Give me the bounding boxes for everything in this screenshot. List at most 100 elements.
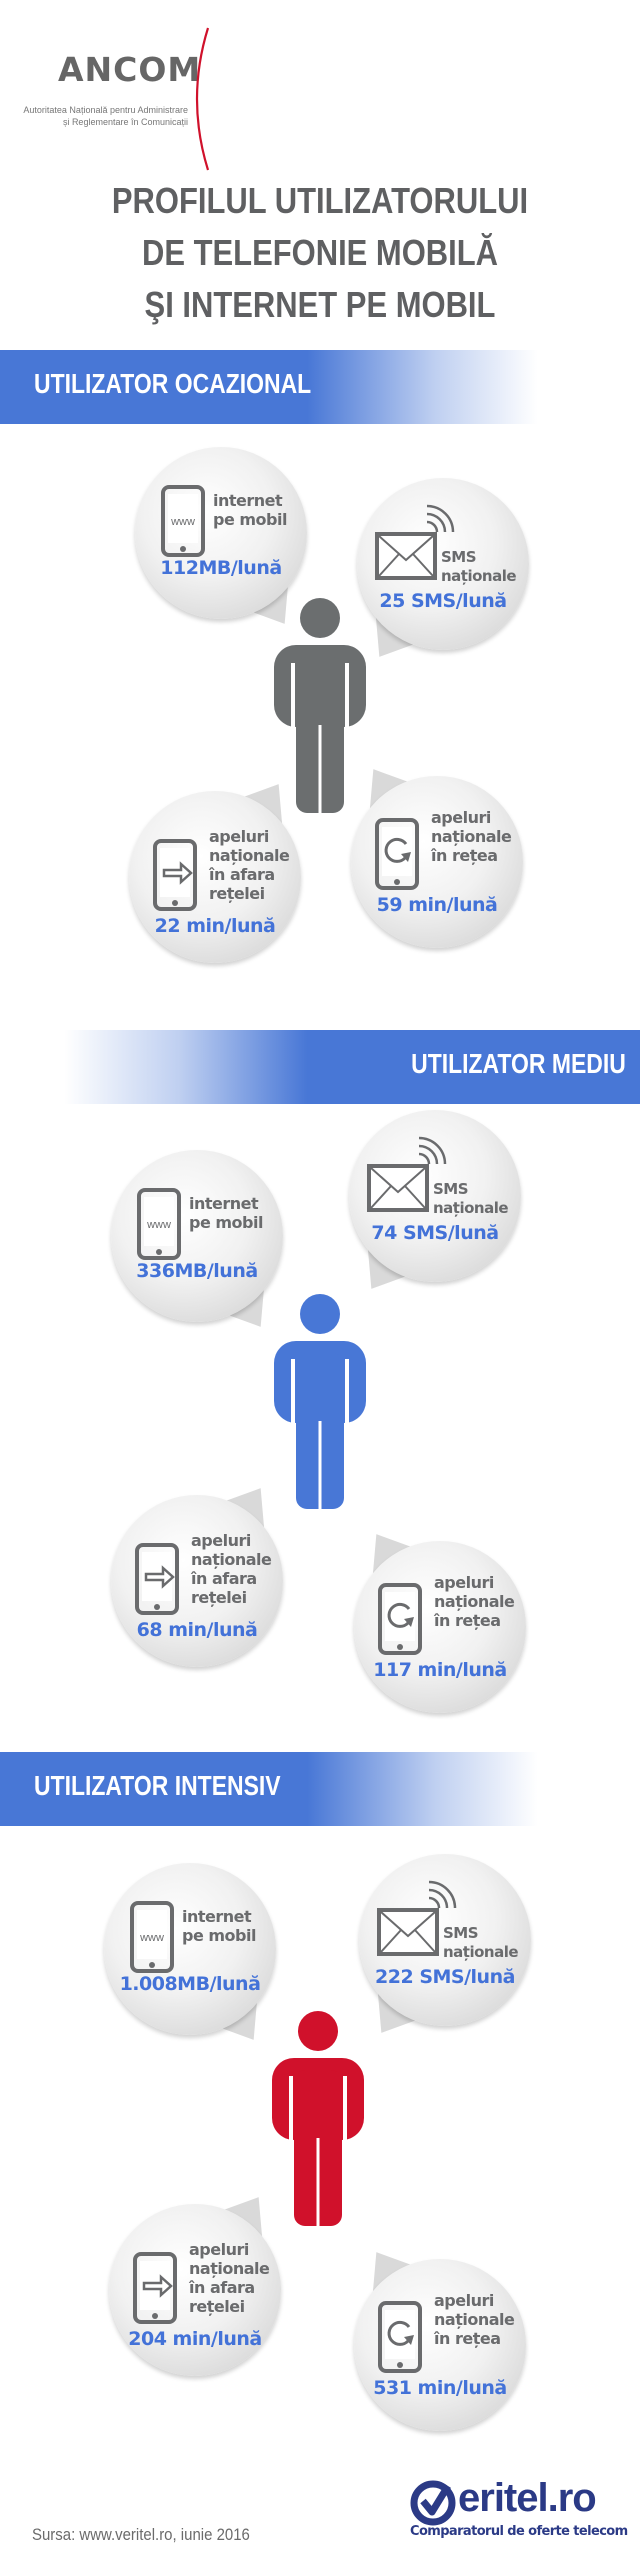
- bubble-circle: [354, 1541, 526, 1713]
- bubble-label-line: internet: [213, 491, 283, 510]
- bubble-label-line: naționale: [431, 827, 512, 846]
- bubble-label-line: SMS: [433, 1180, 469, 1198]
- person-icon: [274, 1294, 366, 1511]
- bubble-label-line: în afara: [189, 2278, 255, 2297]
- bubble-circle: [109, 2204, 281, 2376]
- svg-text:www: www: [170, 516, 195, 528]
- bubble-value: 117 min/lună: [373, 1659, 507, 1681]
- bubble-label-line: naționale: [434, 2310, 515, 2329]
- bubble-label-line: internet: [189, 1194, 259, 1213]
- bubble-value: 204 min/lună: [128, 2328, 262, 2350]
- bubble-label-line: pe mobil: [182, 1926, 256, 1945]
- person-icon: [272, 2011, 364, 2228]
- section-banner: UTILIZATOR MEDIU: [0, 1030, 640, 1104]
- bubble-label-line: apeluri: [434, 2291, 494, 2310]
- bubble-label-line: în rețea: [434, 1611, 501, 1630]
- bubble-label-line: naționale: [443, 1943, 519, 1961]
- source-note: Sursa: www.veritel.ro, iunie 2016: [32, 2525, 250, 2544]
- svg-text:www: www: [146, 1219, 171, 1231]
- title-line-3: ŞI INTERNET PE MOBIL: [144, 284, 496, 325]
- bubble-value: 74 SMS/lună: [371, 1222, 499, 1244]
- bubble-value: 59 min/lună: [376, 894, 498, 916]
- ancom-arc-icon: [195, 27, 210, 171]
- ancom-subtitle-line2: și Reglementare în Comunicații: [62, 117, 188, 127]
- title-line-2: DE TELEFONIE MOBILĂ: [141, 232, 499, 273]
- bubble-label-line: rețelei: [189, 2297, 245, 2316]
- bubble-label-line: apeluri: [209, 827, 269, 846]
- bubble-label-line: naționale: [189, 2259, 270, 2278]
- bubble-label-line: în afara: [209, 865, 275, 884]
- bubble-label-line: rețelei: [209, 884, 265, 903]
- bubble-circle: [111, 1495, 283, 1667]
- bubble-circle: [351, 776, 523, 948]
- section-title: UTILIZATOR MEDIU: [411, 1048, 626, 1079]
- veritel-logo: eritel.ro Comparatorul de oferte telecom: [410, 2476, 628, 2546]
- section-title: UTILIZATOR OCAZIONAL: [34, 368, 312, 399]
- bubble-label-line: apeluri: [434, 1573, 494, 1592]
- bubble-label-line: naționale: [441, 567, 517, 585]
- bubble-label-line: apeluri: [431, 808, 491, 827]
- bubble-label-line: apeluri: [191, 1531, 251, 1550]
- bubble-label-line: naționale: [434, 1592, 515, 1611]
- veritel-check-icon: [410, 2480, 456, 2526]
- bubble-label-line: naționale: [433, 1199, 509, 1217]
- bubble-label-line: pe mobil: [189, 1213, 263, 1232]
- bubble-label-line: pe mobil: [213, 510, 287, 529]
- bubble-label-line: naționale: [209, 846, 290, 865]
- bubble-label-line: SMS: [441, 548, 477, 566]
- page-title: PROFILUL UTILIZATORULUI DE TELEFONIE MOB…: [45, 175, 595, 331]
- bubble-value: 112MB/lună: [160, 557, 282, 579]
- bubble-value: 68 min/lună: [136, 1619, 258, 1641]
- bubble-value: 222 SMS/lună: [375, 1966, 515, 1988]
- bubble-value: 1.008MB/lună: [119, 1973, 261, 1995]
- bubble-label-line: în rețea: [431, 846, 498, 865]
- bubble-label-line: apeluri: [189, 2240, 249, 2259]
- ancom-logo-name: ANCOM: [58, 50, 202, 89]
- bubble-label-line: în afara: [191, 1569, 257, 1588]
- bubble-label-line: naționale: [191, 1550, 272, 1569]
- bubble-value: 531 min/lună: [373, 2377, 507, 2399]
- bubble-label-line: în rețea: [434, 2329, 501, 2348]
- bubble-circle: [129, 791, 301, 963]
- bubble-value: 22 min/lună: [154, 915, 276, 937]
- section-banner: UTILIZATOR OCAZIONAL: [0, 350, 640, 424]
- section-title: UTILIZATOR INTENSIV: [34, 1770, 281, 1801]
- ancom-logo-subtitle: Autoritatea Națională pentru Administrar…: [20, 104, 188, 128]
- bubble-label-line: internet: [182, 1907, 252, 1926]
- person-icon: [274, 598, 366, 815]
- section-banner: UTILIZATOR INTENSIV: [0, 1752, 640, 1826]
- bubble-label-line: rețelei: [191, 1588, 247, 1607]
- veritel-tagline: Comparatorul de oferte telecom: [410, 2524, 628, 2539]
- veritel-brand-name: eritel.ro: [458, 2476, 597, 2520]
- bubble-value: 25 SMS/lună: [379, 590, 507, 612]
- bubble-value: 336MB/lună: [136, 1260, 258, 1282]
- title-line-1: PROFILUL UTILIZATORULUI: [111, 180, 529, 221]
- bubble-circle: [354, 2259, 526, 2431]
- bubble-label-line: SMS: [443, 1924, 479, 1942]
- ancom-subtitle-line1: Autoritatea Națională pentru Administrar…: [23, 105, 188, 115]
